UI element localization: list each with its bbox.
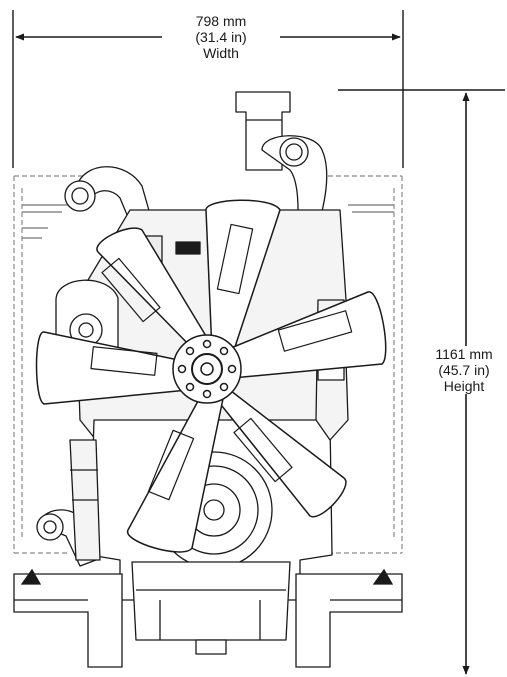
engine-mounts	[13, 568, 403, 668]
height-dimension-label: 1161 mm (45.7 in) Height	[418, 346, 507, 394]
height-imperial: (45.7 in)	[438, 362, 490, 378]
enclosure-outline	[13, 175, 403, 554]
intake-elbow-left	[75, 166, 151, 223]
fan-blade-right	[225, 291, 387, 379]
cooling-fan	[35, 199, 387, 553]
fan-blade-lower-right	[213, 383, 347, 518]
turbo-housing	[261, 135, 328, 233]
mount-right	[295, 573, 403, 668]
height-metric: 1161 mm	[435, 346, 493, 362]
oil-pan	[131, 561, 291, 641]
fan-blade-left	[35, 331, 189, 405]
mount-left	[13, 573, 123, 668]
width-metric: 798 mm	[195, 13, 247, 29]
engine-body	[36, 91, 349, 655]
width-imperial: (31.4 in)	[195, 29, 247, 45]
width-dimension-label: 798 mm (31.4 in) Width	[162, 13, 280, 61]
fan-blade-top	[205, 199, 281, 357]
enclosure-panel-marks	[22, 204, 394, 239]
fan-blade-bottom	[127, 389, 225, 553]
mount-bracket-right	[372, 568, 394, 585]
fan-blade-upper-left	[96, 227, 207, 353]
width-caption: Width	[203, 45, 239, 61]
height-caption: Height	[443, 378, 485, 394]
mount-bracket-left	[20, 568, 42, 585]
